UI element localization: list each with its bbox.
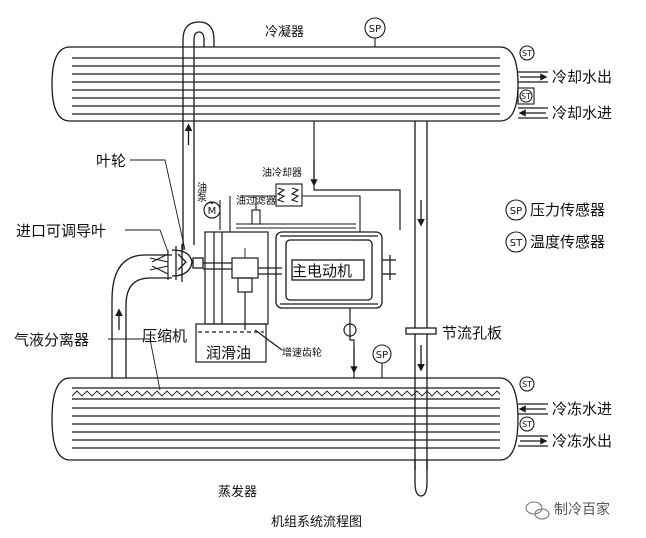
compressor-label: 压缩机 (142, 327, 187, 345)
legend-st-text: 温度传感器 (530, 233, 605, 251)
leader-lines (108, 159, 246, 391)
motor-cooling-line (310, 121, 401, 378)
water-nozzles (518, 71, 548, 447)
chilled-water-out-label: 冷冻水出 (552, 432, 612, 450)
cooling-water-in-label: 冷却水进 (552, 104, 612, 122)
oil-circuit (219, 183, 370, 241)
condenser-label: 冷凝器 (265, 24, 304, 40)
impeller-label: 叶轮 (96, 152, 126, 170)
lube-oil-tank (195, 323, 267, 363)
diagram-title: 机组系统流程图 (271, 515, 362, 530)
compressor-impeller (171, 244, 204, 282)
condenser (51, 46, 519, 122)
chilled-water-in-label: 冷冻水进 (552, 400, 612, 418)
wechat-icon (525, 501, 550, 520)
gearbox (231, 257, 283, 351)
oil-pump (203, 201, 221, 219)
pressure-sensor-motor (372, 344, 392, 378)
oil-filter-label: 油过滤器 (236, 194, 276, 207)
st-symbol: ST (522, 380, 532, 389)
evaporator-label: 蒸发器 (218, 484, 257, 500)
st-symbol: ST (522, 49, 532, 58)
throttle-orifice-label: 节流孔板 (442, 324, 502, 342)
gas-liquid-separator-label: 气液分离器 (14, 331, 89, 349)
legend (505, 199, 527, 253)
inlet-guide-vane-label: 进口可调导叶 (16, 222, 106, 240)
watermark-text: 制冷百家 (554, 501, 610, 518)
cooling-water-out-label: 冷却水出 (552, 68, 612, 86)
legend-sp-symbol: SP (510, 206, 522, 217)
discharge-pipe (182, 21, 215, 250)
main-motor-label: 主电动机 (292, 262, 352, 280)
suction-pipe (111, 254, 172, 378)
inlet-guide-vane (149, 250, 169, 280)
lube-oil-label: 润滑油 (206, 344, 251, 362)
temperature-sensor (517, 45, 535, 432)
oil-pump-symbol: M (208, 206, 217, 217)
st-symbol: ST (522, 420, 532, 429)
evaporator (51, 377, 519, 461)
sp-symbol: SP (369, 24, 381, 35)
sp-symbol: SP (376, 350, 388, 361)
throttle-line (405, 121, 437, 497)
st-symbol: ST (521, 92, 531, 101)
legend-st-symbol: ST (510, 238, 523, 249)
drive-shaft (203, 262, 282, 275)
eliminator-zigzag (71, 390, 501, 397)
legend-sp-text: 压力传感器 (530, 201, 605, 219)
oil-pump-label: 油泵 (195, 181, 207, 202)
main-motor (275, 231, 396, 309)
gearbox-label: 增速齿轮 (282, 346, 322, 359)
pressure-sensor-condenser (364, 17, 386, 47)
oil-cooler-label: 油冷却器 (262, 166, 302, 179)
